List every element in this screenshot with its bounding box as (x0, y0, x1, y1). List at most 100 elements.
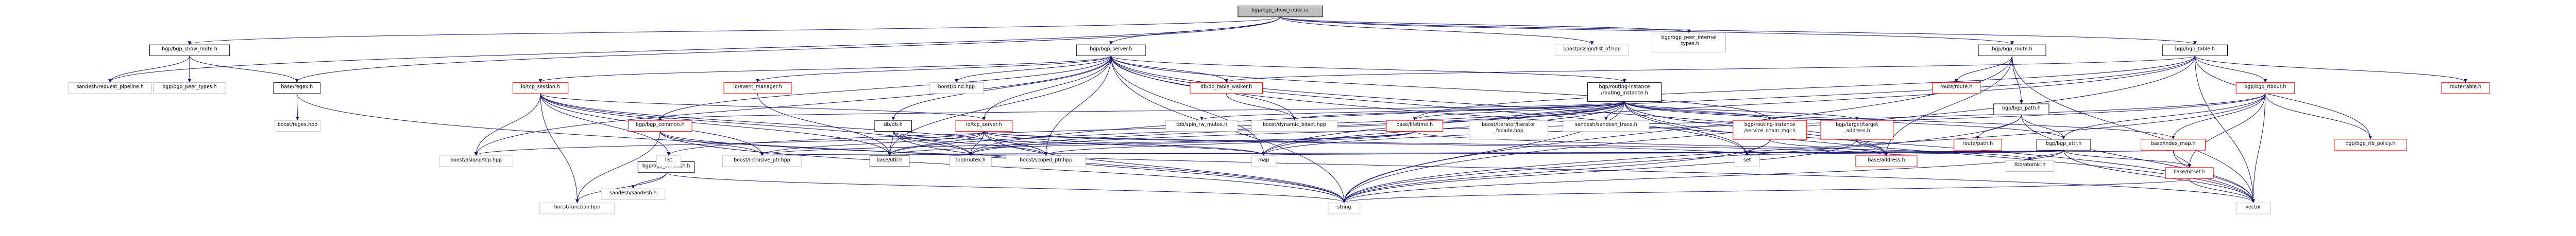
node-box (1953, 139, 2002, 151)
node-target-address[interactable]: bgp/target/target_address.h (1820, 120, 1894, 140)
edge-routing_instance-to-boost_iter_facade (1506, 101, 1625, 121)
node-label: boost/dynamic_bitset.hpp (1263, 122, 1326, 128)
node-box (2334, 139, 2407, 151)
node-label: /routing_instance.h (1601, 90, 1648, 96)
edge-bgp_attr_h-to-set (1745, 150, 2064, 156)
edge-io_tcp_server-to-map (984, 131, 1266, 156)
edge-bgp_server_h-to-ri_service_chain (1110, 56, 1772, 121)
edge-base_lifetime-to-tbb_atomic (1414, 131, 2032, 161)
node-label: bgp/bgp_ribout.h (2244, 84, 2286, 90)
node-bgp-show-route-h[interactable]: bgp/bgp_show_route.h (149, 44, 230, 57)
node-io-tcp-server[interactable]: io/tcp_server.h (955, 120, 1013, 132)
node-label: boost/assign/list_of.hpp (1563, 46, 1620, 52)
node-box (1076, 44, 1146, 57)
dependency-edges (108, 16, 2467, 203)
edge-base_index_map-to-base_bitset (2173, 150, 2192, 168)
node-box (1554, 44, 1629, 57)
node-box (949, 155, 992, 167)
node-bgp-route-h[interactable]: bgp/bgp_route.h (1978, 44, 2046, 57)
node-box (1993, 103, 2049, 115)
node-bgp-table-h[interactable]: bgp/bgp_table.h (2162, 44, 2228, 57)
edge-bgp_attr_h-to-base_bitset (2063, 150, 2192, 168)
node-root[interactable]: bgp/bgp_show_route.cc (1238, 5, 1323, 17)
node-vector: vector (2235, 203, 2271, 214)
node-box (1733, 120, 1807, 140)
node-label: io/tcp_server.h (966, 122, 1002, 128)
node-bgp-attr-h[interactable]: bgp/bgp_attr.h (2036, 139, 2091, 151)
node-box (1652, 32, 1726, 52)
node-db-table-walker[interactable]: db/db_table_walker.h (1190, 82, 1263, 94)
node-sandesh-req-pipeline: sandesh/request_pipeline.h (68, 82, 152, 94)
node-label: base/util.h (877, 157, 903, 163)
node-box (68, 82, 152, 94)
node-label: route/path.h (1962, 141, 1993, 147)
node-label: map (1258, 157, 1269, 163)
node-label: string (1337, 205, 1351, 210)
node-bgp-common-h[interactable]: bgp/bgp_common.h (628, 120, 692, 132)
node-base-util[interactable]: base/util.h (869, 155, 910, 167)
node-map: map (1251, 155, 1277, 167)
node-base-index-map[interactable]: base/index_map.h (2141, 139, 2206, 151)
node-box (274, 120, 321, 132)
node-label: base/bitset.h (2174, 169, 2206, 175)
node-box (1006, 155, 1087, 167)
node-base-bitset[interactable]: base/bitset.h (2165, 167, 2214, 179)
edge-routing_instance-to-target_address (1624, 101, 1859, 121)
node-bgp-path-h[interactable]: bgp/bgp_path.h (1993, 103, 2049, 115)
node-box (1386, 120, 1444, 132)
node-label: list (665, 157, 672, 163)
node-tbb-spin-rw: tbb/spin_rw_mutex.h (1165, 120, 1239, 132)
edge-bgp_server_h-to-bgp_common_h (658, 56, 1111, 121)
node-label: boost/intrusive_ptr.hpp (734, 157, 790, 163)
node-route-path[interactable]: route/path.h (1953, 139, 2002, 151)
node-label: io/event_manager.h (733, 84, 782, 90)
node-base-address[interactable]: base/address.h (1855, 155, 1918, 167)
edge-target_address-to-string (1342, 139, 1857, 203)
node-boost-iter-facade: boost/iterator/iterator_facade.hpp (1469, 120, 1548, 140)
node-bgp-rib-policy[interactable]: bgp/bgp_rib_policy.h (2334, 139, 2407, 151)
node-box (1165, 120, 1239, 132)
edge-io_tcp_server-to-string (984, 131, 1346, 203)
node-base-lifetime[interactable]: base/lifetime.h (1386, 120, 1444, 132)
node-bgp-server-h[interactable]: bgp/bgp_server.h (1076, 44, 1146, 57)
edge-bgp_server_h-to-routing_instance (1110, 56, 1626, 83)
node-base-regex[interactable]: base/regex.h (273, 82, 321, 94)
node-label: bgp/bgp_rib_policy.h (2345, 141, 2395, 147)
node-label: bgp/bgp_attr.h (2046, 141, 2081, 147)
node-sandesh-trace: sandesh/sandesh_trace.h (1563, 120, 1650, 132)
node-box (1251, 155, 1277, 167)
edge-bgp_ribout_h-to-bgp_rib_policy (2265, 93, 2372, 139)
edge-db_table_walker-to-boost_dyn_bitset (1226, 93, 1296, 121)
edge-bgp_table_h-to-vector (2194, 56, 2255, 203)
edge-bgp_ribout_h-to-vector (2251, 93, 2266, 203)
node-db-db-h[interactable]: db/db.h (874, 120, 912, 132)
node-route-table[interactable]: route/table.h (2441, 82, 2490, 94)
node-box (1820, 120, 1894, 140)
edge-root-to-boost_assign (1280, 16, 1594, 45)
node-box (512, 82, 569, 94)
node-label: db/db_table_walker.h (1200, 84, 1252, 90)
node-ri-service-chain[interactable]: bgp/routing-instance/service_chain_mgr.h (1733, 120, 1807, 140)
edge-io_tcp_session-to-io_tcp_server (540, 93, 986, 121)
node-box (2441, 82, 2490, 94)
node-label: bgp/bgp_show_route.h (162, 46, 217, 52)
edge-io_tcp_server-to-boost_intrusive_ptr (760, 131, 985, 156)
node-box (2141, 139, 2206, 151)
node-io-event-manager[interactable]: io/event_manager.h (723, 82, 792, 94)
edge-db_db_h-to-string (893, 131, 1346, 203)
node-bgp-ribout-h[interactable]: bgp/bgp_ribout.h (2235, 82, 2295, 94)
node-box (1238, 5, 1323, 17)
node-list: list (656, 155, 682, 167)
node-route-route[interactable]: route/route.h (1932, 82, 1981, 94)
edge-io_tcp_session-to-list (540, 93, 671, 156)
node-routing-instance[interactable]: bgp/routing-instance/routing_instance.h (1587, 82, 1662, 102)
node-io-tcp-session[interactable]: io/tcp_session.h (512, 82, 569, 94)
node-box (539, 203, 615, 214)
edge-bgp_sandesh_h-to-sandesh_sandesh (631, 172, 667, 189)
node-label: boost/function.hpp (554, 205, 600, 210)
edge-bgp_ribout_h-to-base_index_map (2171, 93, 2266, 139)
edge-bgp_server_h-to-io_tcp_session (538, 56, 1111, 83)
node-label: tbb/spin_rw_mutex.h (1176, 122, 1227, 128)
edge-base_bitset-to-vector (2189, 178, 2255, 203)
node-label: bgp/target/target (1836, 122, 1878, 128)
